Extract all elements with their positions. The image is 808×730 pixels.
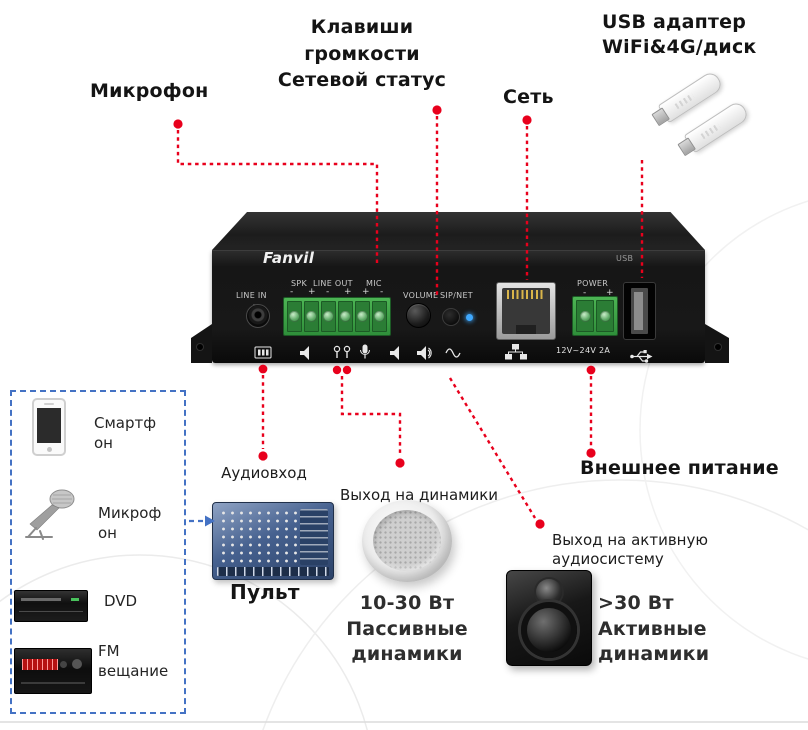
dvd-player-image <box>14 590 88 622</box>
power-sign-minus: - <box>583 288 587 298</box>
smartphone-image <box>32 398 66 456</box>
bg-arc <box>639 200 808 660</box>
line-out-label: LINE OUT <box>313 279 353 288</box>
mixer-knobs <box>219 509 297 565</box>
speaker-mesh <box>373 510 441 571</box>
source-fm-label: FM вещание <box>98 642 169 680</box>
fm-knob <box>60 661 67 668</box>
terminal-sign: + <box>362 287 370 297</box>
source-dvd-label: DVD <box>104 592 138 610</box>
screw-hole <box>715 344 721 350</box>
power-label: POWER <box>577 279 609 288</box>
label-microphone: Микрофон <box>90 80 209 102</box>
usb-port <box>623 282 656 340</box>
terminal-screw <box>287 301 302 332</box>
audio-sources-group-box <box>10 390 186 714</box>
ethernet-port-opening <box>502 288 550 334</box>
mixer-fader-strip <box>217 567 329 576</box>
speaker-lineout-mic-terminal-block <box>283 297 391 336</box>
sip-net-button <box>442 308 460 326</box>
label-network: Сеть <box>503 86 554 108</box>
label-speaker-output: Выход на динамики <box>339 486 499 504</box>
mic-label: MIC <box>366 279 382 288</box>
label-audio-input: Аудиовход <box>221 464 307 482</box>
active-speaker-image <box>506 570 592 666</box>
voltage-label: 12V~24V 2A <box>556 346 611 355</box>
source-microphone-label: Микрофон <box>98 504 162 542</box>
power-sign-plus: + <box>606 288 614 298</box>
power-terminal-block <box>572 296 618 336</box>
phone-screen <box>37 408 61 443</box>
terminal-sign: - <box>326 287 330 297</box>
usb-port-label: USB <box>616 254 634 263</box>
terminal-sign: + <box>308 287 316 297</box>
terminal-screw <box>372 301 387 332</box>
terminal-sign: - <box>380 287 384 297</box>
terminal-screw <box>576 300 594 332</box>
device-top-face <box>212 212 705 250</box>
fm-tuner-image <box>14 648 92 694</box>
source-smartphone-label: Смартфон <box>94 414 157 452</box>
dvd-line <box>19 611 83 612</box>
fm-knob <box>72 659 82 669</box>
brand-logo: Fanvil <box>263 249 315 267</box>
terminal-screw <box>304 301 319 332</box>
screw-hole <box>197 344 203 350</box>
label-external-power: Внешнее питание <box>580 457 779 479</box>
volume-label: VOLUME <box>403 291 439 300</box>
bg-arc <box>262 479 808 730</box>
dvd-tray <box>21 598 61 601</box>
fm-display <box>22 659 58 670</box>
dvd-led <box>71 598 79 601</box>
label-mixer: Пульт <box>230 580 300 604</box>
terminal-screw <box>596 300 614 332</box>
line-in-jack <box>246 304 270 328</box>
ethernet-port <box>496 282 556 340</box>
volume-knob <box>406 303 431 328</box>
terminal-sign: - <box>290 287 294 297</box>
mixer-channel-strip <box>300 509 328 565</box>
usb-tongue <box>634 292 643 330</box>
terminal-sign: + <box>344 287 352 297</box>
status-led <box>466 314 473 321</box>
line-in-label: LINE IN <box>236 291 267 300</box>
terminal-screw <box>338 301 353 332</box>
woofer <box>521 602 577 658</box>
fm-line <box>21 682 85 684</box>
ceiling-speaker-image <box>362 500 452 582</box>
sip-net-label: SIP/NET <box>440 291 473 300</box>
terminal-screw <box>355 301 370 332</box>
mixing-console-image <box>212 502 334 580</box>
bg-arc <box>0 554 368 730</box>
phone-speaker-slit <box>44 403 54 405</box>
phone-home-button <box>46 447 52 452</box>
spk-label: SPK <box>291 279 308 288</box>
microphone-image <box>25 489 75 540</box>
tweeter <box>536 579 562 605</box>
usb-slot <box>631 288 648 334</box>
terminal-screw <box>321 301 336 332</box>
